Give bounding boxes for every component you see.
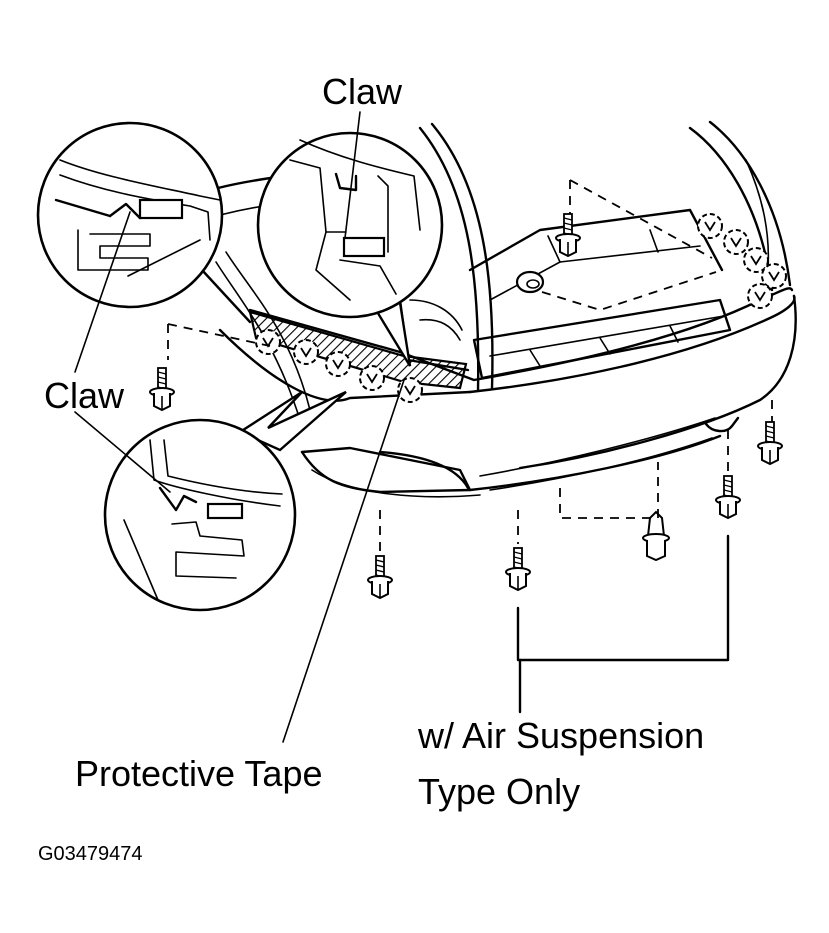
bolt-icon: [715, 475, 741, 519]
clip-mark: [747, 283, 773, 309]
fastener-guide-lines: [167, 179, 773, 552]
push-clip-icon: [642, 510, 670, 562]
grommet-icon: [515, 270, 545, 294]
bolt-icon: [367, 555, 393, 599]
clip-mark: [697, 213, 723, 239]
clip-mark: [723, 229, 749, 255]
label-protective-tape: Protective Tape: [75, 753, 322, 794]
protective-tape-area: [248, 310, 468, 390]
clip-mark: [761, 263, 787, 289]
detail-circle-claw-left-lower: [103, 390, 347, 612]
bolt-icon: [555, 213, 581, 257]
detail-circle-claw-top: [256, 111, 444, 367]
clip-mark: [325, 351, 351, 377]
clip-mark: [293, 339, 319, 365]
detail-circle-claw-left-upper: [36, 121, 252, 324]
clip-mark: [359, 365, 385, 391]
clip-mark: [397, 377, 423, 403]
clip-mark: [255, 329, 281, 355]
label-air-suspension-line2: Type Only: [418, 771, 580, 812]
label-claw-left: Claw: [44, 375, 125, 416]
leader-lines: [74, 211, 405, 743]
air-suspension-bracket: [516, 534, 730, 662]
fasteners: [149, 213, 783, 599]
vehicle-body: [215, 120, 797, 498]
label-air-suspension-line1: w/ Air Suspension: [417, 715, 704, 756]
label-claw-top: Claw: [322, 71, 403, 112]
bolt-icon: [505, 547, 531, 591]
bolt-icon: [149, 367, 175, 411]
figure-code: G03479474: [38, 843, 143, 865]
clip-mark: [743, 247, 769, 273]
bolt-icon: [757, 421, 783, 465]
